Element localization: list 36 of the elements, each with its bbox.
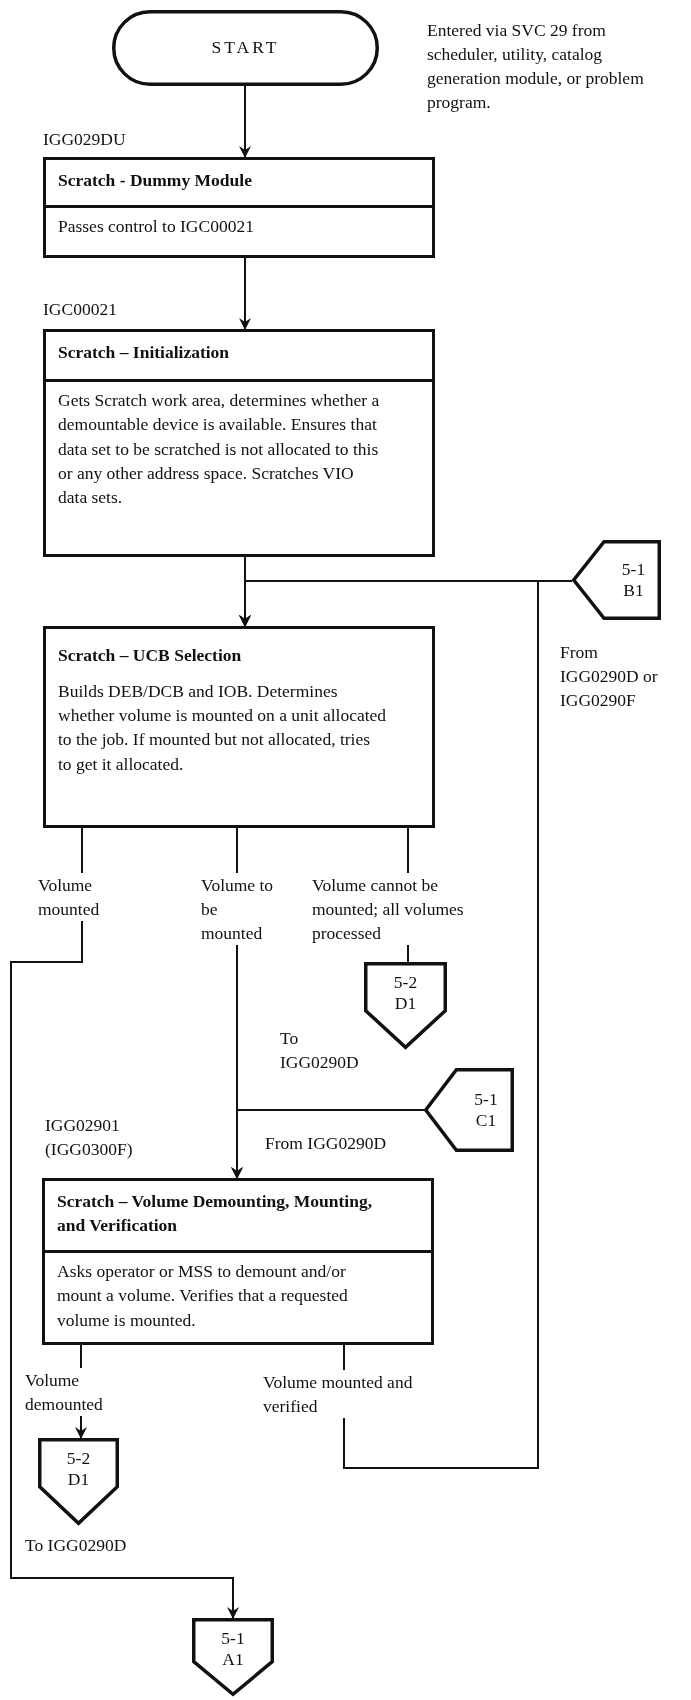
box-description: Asks operator or MSS to demount and/or mount a volume. Verifies that a requested volume is mounted. xyxy=(56,1260,349,1332)
entry-note: Entered via SVC 29 from scheduler, utility, catalog generation module, or problem program. xyxy=(427,19,645,115)
connector-reference: 5-2 D1 xyxy=(65,1448,92,1490)
flow-arrow xyxy=(239,580,539,1469)
flow-arrow xyxy=(10,827,239,1619)
off-page-connector xyxy=(572,540,661,620)
process-box xyxy=(43,157,435,258)
off-page-connector xyxy=(364,962,447,1049)
terminal-label: START xyxy=(210,37,281,58)
flow-arrow xyxy=(239,85,251,158)
process-box xyxy=(43,329,435,557)
box-description: Builds DEB/DCB and IOB. Determines whether volume is mounted on a unit allocated to the job. If mounted but not allocated, tries to get it allocated. xyxy=(57,680,388,776)
connector-reference: 5-1 A1 xyxy=(220,1628,246,1670)
process-box xyxy=(42,1178,434,1345)
connector-reference: 5-1 C1 xyxy=(473,1089,499,1131)
off-page-connector xyxy=(424,1068,514,1152)
box-heading: Scratch – Volume Demounting, Mounting, and Verification xyxy=(45,1181,431,1254)
module-annotation: IGG02901 (IGG0300F) xyxy=(45,1114,134,1162)
module-annotation: To IGG0290D xyxy=(280,1027,360,1075)
process-box xyxy=(43,626,435,828)
module-annotation: IGG029DU xyxy=(43,128,127,151)
box-description: Gets Scratch work area, determines whether a demountable device is available. Ensures that data set to be scratched is not allocated to this or any other address space. Scratches VIO data sets. xyxy=(57,389,381,509)
module-annotation: From IGG0290D xyxy=(265,1132,388,1155)
connector-reference: 5-1 B1 xyxy=(620,559,647,601)
module-annotation: To IGG0290D xyxy=(25,1534,128,1557)
box-heading: Scratch – Initialization xyxy=(46,332,432,383)
off-page-connector xyxy=(38,1438,119,1525)
box-heading: Scratch – UCB Selection xyxy=(57,644,243,667)
module-annotation: IGC00021 xyxy=(43,298,118,321)
box-description: Passes control to IGC00021 xyxy=(57,215,255,239)
flow-arrow xyxy=(239,257,251,330)
off-page-connector xyxy=(192,1618,274,1696)
module-annotation: From IGG0290D or IGG0290F xyxy=(560,641,659,713)
flow-arrow xyxy=(231,1109,425,1179)
box-heading: Scratch - Dummy Module xyxy=(46,160,432,209)
connector-reference: 5-2 D1 xyxy=(392,972,419,1014)
